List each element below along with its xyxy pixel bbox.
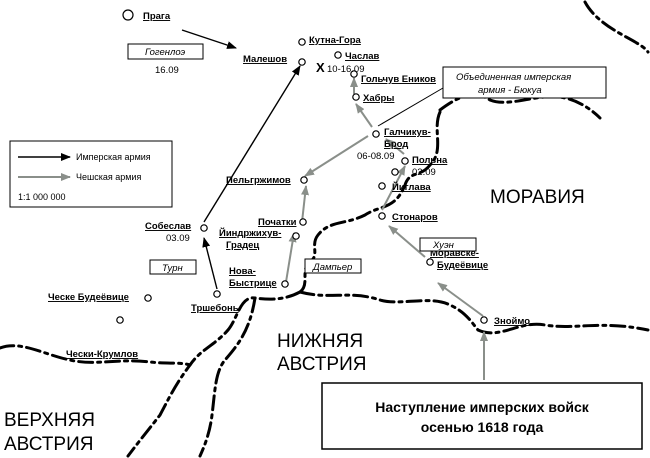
town-stonarov: Стонаров <box>392 212 438 223</box>
label-turn: Турн <box>162 263 184 274</box>
town-iglava: Йиглава <box>392 181 431 193</box>
town-marker-village-1 <box>391 168 399 176</box>
czech-arrow-stonarov-polna <box>381 165 406 211</box>
town-marker-golchuv <box>350 70 358 78</box>
legend-box <box>9 140 173 208</box>
box-bucquoy <box>442 66 607 99</box>
date-caslav: 10-16.09 <box>327 64 365 75</box>
czech-arrow-nova-jindrichuv <box>285 232 297 283</box>
date-sobeslav: 03.09 <box>166 233 190 244</box>
region-moravia: МОРАВИЯ <box>490 187 585 208</box>
town-moravske-1: Моравске- <box>430 248 479 259</box>
map-title-line2: осенью 1618 года <box>421 419 544 435</box>
town-cheski-krumlov: Чески-Крумлов <box>66 349 138 360</box>
battle-mark: X <box>316 60 325 75</box>
town-marker-pelgrzhimov <box>300 176 308 184</box>
date-gogenloe: 16.09 <box>155 65 179 76</box>
town-polna: Польна <box>412 155 448 166</box>
town-znoimo: Зноймо <box>494 316 530 327</box>
title-box <box>321 382 643 450</box>
town-marker-moravske <box>426 258 434 266</box>
town-marker-praga <box>122 9 134 21</box>
imperial-arrow-gogenloe <box>181 29 237 49</box>
date-galchikuv: 06-08.09 <box>357 151 395 162</box>
box-gogenloe <box>127 43 204 60</box>
border-bohemia-west <box>0 344 192 367</box>
border-austria-moravia <box>298 290 650 335</box>
town-malesov: Малешов <box>243 54 287 65</box>
town-marker-nova <box>281 280 289 288</box>
town-marker-pochatki <box>299 218 307 226</box>
label-dampier: Дампьер <box>312 262 352 273</box>
czech-arrow-galchikuv-habry <box>355 103 373 128</box>
czech-arrow-galchikuv-pelgrzhimov <box>304 135 369 177</box>
town-marker-cheski-krumlov <box>116 316 124 324</box>
town-marker-galchikuv <box>372 130 380 138</box>
label-bucquoy-2: армия - Бюкуа <box>478 85 542 96</box>
czech-arrow-moravske-stonarov <box>388 225 426 258</box>
town-marker-sobeslav <box>200 224 208 232</box>
czech-arrow-znoimo-moravske <box>437 282 484 317</box>
label-huen: Хуэн <box>432 240 455 251</box>
town-galchikuv-2: Брод <box>384 139 408 150</box>
czech-arrow-polna-galchikuv <box>385 138 405 155</box>
town-ceske: Ческе Будеёвице <box>48 292 129 303</box>
town-marker-znoimo <box>480 316 488 324</box>
town-marker-malesov <box>298 58 306 66</box>
town-galchikuv-1: Галчикув- <box>384 127 431 138</box>
czech-arrow-pochatki-pelgrzhimov <box>301 185 309 223</box>
town-marker-kutna-gora <box>298 38 306 46</box>
town-golchuv: Гольчув Еников <box>361 74 436 85</box>
imperial-arrow-sobeslav-malesov <box>203 65 301 223</box>
town-jindrichuv-1: Йиндржихув- <box>219 227 281 239</box>
imperial-arrow-treebon-sobeslav <box>202 237 218 290</box>
town-moravske-2: Будеёвице <box>437 260 488 271</box>
bucquoy-pointer <box>377 87 444 127</box>
box-turn <box>149 259 197 275</box>
town-marker-iglava <box>378 182 386 190</box>
town-pochatki: Початки <box>258 217 297 228</box>
legend-imperial-label: Имперская армия <box>76 152 151 162</box>
town-nova-2: Быстрице <box>229 278 277 289</box>
box-huen <box>419 237 477 252</box>
legend-scale: 1:1 000 000 <box>18 192 66 202</box>
town-marker-stonarov <box>378 212 386 220</box>
region-lower-austria-2: АВСТРИЯ <box>277 354 366 375</box>
region-upper-austria-1: ВЕРХНЯЯ <box>4 410 95 431</box>
town-marker-caslav <box>334 51 342 59</box>
town-treebon: Тршебонь <box>191 303 239 314</box>
town-nova-1: Нова- <box>229 266 256 277</box>
region-lower-austria-1: НИЖНЯЯ <box>277 331 363 352</box>
town-caslav: Часлав <box>345 51 380 62</box>
region-upper-austria-2: АВСТРИЯ <box>4 434 93 455</box>
town-pelgrzhimov: Пельгржимов <box>226 175 291 186</box>
town-praga: Прага <box>143 11 171 22</box>
town-marker-jindrichuv <box>292 232 300 240</box>
town-sobeslav: Собеслав <box>145 221 191 232</box>
box-dampier <box>304 258 362 274</box>
town-kutna-gora: Кутна-Гора <box>309 35 362 46</box>
date-polna: 02.09 <box>412 167 436 178</box>
town-marker-polna <box>401 157 409 165</box>
label-bucquoy-1: Объединенная имперская <box>456 72 571 83</box>
town-marker-ceske <box>144 294 152 302</box>
border-upper-lower-austria <box>198 296 257 458</box>
town-marker-habry <box>352 93 360 101</box>
town-habry: Хабры <box>363 93 394 104</box>
border-bohemia-austria <box>126 290 302 458</box>
town-jindrichuv-2: Градец <box>226 240 259 251</box>
label-gogenloe: Гогенлоэ <box>145 47 186 58</box>
border-moravia <box>583 0 650 54</box>
map-title-line1: Наступление имперских войск <box>375 399 590 415</box>
legend-czech-label: Чешская армия <box>76 172 141 182</box>
town-marker-treebon <box>213 290 221 298</box>
